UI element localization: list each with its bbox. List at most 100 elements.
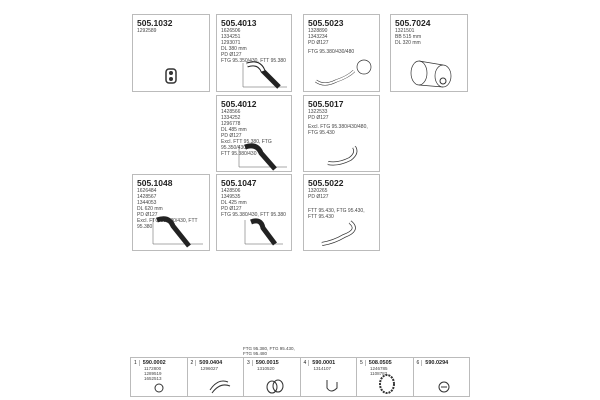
item-ref: 1314107 <box>313 366 332 371</box>
part-spec: PD Ø127 <box>308 115 329 121</box>
exhaust-pipe-icon <box>315 59 372 86</box>
note-line: FTG 95.480 <box>243 351 268 356</box>
part-card-505-5022[interactable]: 505.5022 1320265 PD Ø127 FTT 95.430, FTG… <box>303 174 380 251</box>
item-code: 590.0294 <box>425 360 449 366</box>
clamp-icon <box>438 381 449 393</box>
part-fitment: FTG 95.430 <box>308 130 335 136</box>
part-card-505-1047[interactable]: 505.1047 1428506 1349535 DL 425 mm PD Ø1… <box>216 174 292 251</box>
part-ref: 1334251 <box>221 34 241 40</box>
exhaust-pipe-icon <box>327 145 358 166</box>
part-spec: PD Ø127 <box>308 194 329 200</box>
part-card-505-4012[interactable]: 505.4012 1428566 1334252 1296778 DL 485 … <box>216 95 292 172</box>
part-ref: 1296778 <box>221 121 241 127</box>
item-code: 508.0505 <box>368 360 392 366</box>
part-spec: BB 515 mm <box>395 34 422 40</box>
part-spec: PD Ø127 <box>137 212 158 218</box>
exhaust-pipe-icon <box>242 61 287 89</box>
part-ref: 1320265 <box>308 188 328 194</box>
part-ref: 1428567 <box>137 194 157 200</box>
part-spec: DL 380 mm <box>221 46 247 52</box>
part-fitment: FTG 95.350/430, FTT 95.380 <box>221 58 286 64</box>
gasket-ring-icon <box>379 374 395 394</box>
item-number: 2 <box>190 360 197 366</box>
item-ref: 1289519 <box>144 371 162 376</box>
item-code: 590.0002 <box>142 360 166 366</box>
part-ref: 1428506 <box>221 188 241 194</box>
part-card-505-7024[interactable]: 505.7024 1321501 BB 515 mm DL 320 mm <box>390 14 468 92</box>
u-bolt-icon <box>326 380 337 392</box>
part-spec: PD Ø127 <box>308 40 329 46</box>
item-number: 3 <box>247 360 253 366</box>
part-code: 505.4012 <box>221 99 257 109</box>
item-ref: 1310520 <box>257 366 275 371</box>
half-clamp-icon <box>209 380 230 394</box>
part-card-505-5017[interactable]: 505.5017 1322533 PD Ø127 Excl. FTG 95.38… <box>303 95 380 172</box>
part-code: 505.7024 <box>395 18 431 28</box>
part-code: 505.1032 <box>137 18 173 28</box>
part-ref: 1428566 <box>221 109 241 115</box>
part-code: 505.1048 <box>137 178 173 188</box>
part-fitment: FTG 95.380/430, FTT 95.380 <box>221 212 286 218</box>
item-ref: 1652513 <box>144 376 162 381</box>
item-code: 590.0015 <box>255 360 279 366</box>
part-spec: DL 425 mm <box>221 200 247 206</box>
part-spec: PD Ø127 <box>221 52 242 58</box>
item-ref: 1172800 <box>144 366 162 371</box>
part-ref: 1343234 <box>308 34 328 40</box>
part-ref: 1626506 <box>221 28 241 34</box>
part-ref: 1328890 <box>308 28 328 34</box>
part-spec: PD Ø127 <box>221 206 242 212</box>
part-ref: 1349535 <box>221 194 241 200</box>
part-card-505-1032[interactable]: 505.1032 1292589 <box>132 14 210 92</box>
part-spec: DL 320 mm <box>395 40 421 46</box>
part-ref: 1322533 <box>308 109 328 115</box>
fitment-note: FTG 95.380, FTG 95.430,FTG 95.480 <box>243 346 295 356</box>
item-code: 509.0404 <box>199 360 223 366</box>
exhaust-pipe-icon <box>238 143 287 171</box>
item-ref: 1246785 <box>370 366 388 371</box>
part-spec: PD Ø127 <box>221 133 242 139</box>
part-ref: 1292589 <box>137 28 157 34</box>
item-number: 6 <box>416 360 423 366</box>
part-code: 505.5022 <box>308 178 344 188</box>
item-number: 5 <box>360 360 366 366</box>
item-code: 590.0001 <box>312 360 336 366</box>
clamp-icon <box>165 68 177 84</box>
item-ref: 1108783 <box>370 371 388 376</box>
part-fitment: Excl. FTT 95.380, FTG 95.350/430, <box>221 139 272 151</box>
exhaust-pipe-icon <box>244 218 283 246</box>
part-fitment: FTT 95.430, FTG 95.430, FTT 95.430 <box>308 208 365 220</box>
part-code: 505.1047 <box>221 178 257 188</box>
note-line: FTG 95.380, FTG 95.430, <box>243 346 295 351</box>
part-card-505-5023[interactable]: 505.5023 1328890 1343234 PD Ø127 FTG 95.… <box>303 14 380 92</box>
part-fitment: FTG 95.380/430/480 <box>308 49 355 55</box>
band-clamp-icon <box>266 379 284 394</box>
part-ref: 1321501 <box>395 28 415 34</box>
part-code: 505.5017 <box>308 99 344 109</box>
part-card-505-1048[interactable]: 505.1048 1626484 1428567 1344053 DL 620 … <box>132 174 210 251</box>
item-ref: 1296027 <box>200 366 219 371</box>
clamp-icon <box>154 383 164 393</box>
exhaust-pipe-icon <box>321 220 356 246</box>
silencer-icon <box>410 60 452 88</box>
part-ref: 1293071 <box>221 40 241 46</box>
part-spec: DL 620 mm <box>137 206 163 212</box>
item-number: 4 <box>303 360 310 366</box>
part-code: 505.4013 <box>221 18 257 28</box>
part-ref: 1626484 <box>137 188 157 194</box>
exhaust-pipe-icon <box>152 216 203 248</box>
part-ref: 1334252 <box>221 115 241 121</box>
part-spec: DL 485 mm <box>221 127 247 133</box>
part-fitment: Excl. FTG 95.380/430/480, <box>308 124 368 130</box>
item-number: 1 <box>134 360 140 366</box>
part-card-505-4013[interactable]: 505.4013 1626506 1334251 1293071 DL 380 … <box>216 14 292 92</box>
part-ref: 1344053 <box>137 200 157 206</box>
part-code: 505.5023 <box>308 18 344 28</box>
